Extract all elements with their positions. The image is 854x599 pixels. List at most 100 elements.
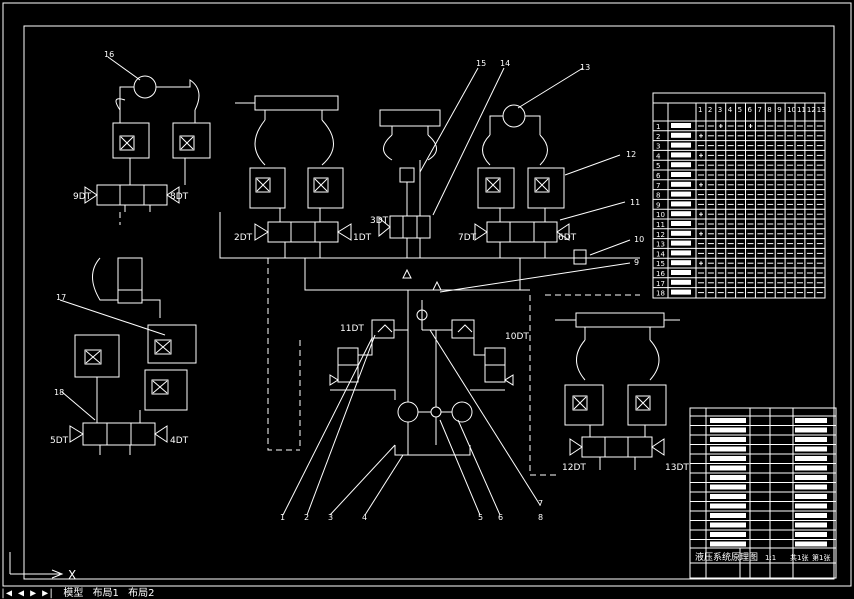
callout-number: 11 bbox=[630, 198, 640, 207]
callout-number: 13 bbox=[580, 63, 590, 72]
callout-number: 14 bbox=[500, 59, 510, 68]
parts-list-name-block bbox=[710, 494, 746, 499]
table-col-header: 12 bbox=[807, 106, 816, 114]
table-mark-plus bbox=[699, 261, 703, 266]
solenoid-label: 8DT bbox=[170, 192, 189, 202]
title-block bbox=[689, 407, 837, 579]
solenoid-label: 2DT bbox=[234, 233, 253, 243]
parts-list-name-block bbox=[710, 475, 746, 480]
circuit-b bbox=[235, 95, 352, 258]
table-col-header: 8 bbox=[767, 106, 771, 114]
solenoid-label: 4DT bbox=[170, 436, 189, 446]
table-row-number: 18 bbox=[656, 290, 665, 298]
table-row-name-block bbox=[671, 211, 691, 217]
table-col-header: 6 bbox=[748, 106, 753, 114]
table-row-name-block bbox=[671, 240, 691, 246]
solenoid-label: 9DT bbox=[73, 192, 92, 202]
parts-list-spec-block bbox=[795, 418, 827, 423]
parts-list-name-block bbox=[710, 541, 746, 547]
table-row-number: 12 bbox=[656, 231, 665, 239]
sheet-info-cell: 共1张 bbox=[790, 553, 808, 562]
drawing-title: 液压系统原理图 bbox=[695, 551, 758, 563]
solenoid-label: 12DT bbox=[562, 463, 586, 473]
callout-number: 7 bbox=[538, 499, 543, 508]
parts-list-spec-block bbox=[795, 456, 827, 461]
return-lines bbox=[119, 212, 640, 476]
table-row-number: 11 bbox=[656, 221, 665, 229]
table-col-header: 7 bbox=[757, 106, 761, 114]
table-row-number: 1 bbox=[656, 123, 660, 131]
solenoid-label: 11DT bbox=[340, 324, 364, 334]
tab-layout-2[interactable]: 布局2 bbox=[128, 588, 155, 599]
tab-layout-1[interactable]: 布局1 bbox=[92, 588, 119, 599]
table-row-name-block bbox=[671, 123, 691, 128]
table-row-name-block bbox=[671, 132, 691, 138]
parts-list-spec-block bbox=[795, 532, 827, 537]
table-mark-plus bbox=[699, 231, 703, 236]
parts-list-name-block bbox=[710, 456, 746, 461]
parts-list-name-block bbox=[710, 522, 746, 528]
layout-tabbar: |◀ ◀ ▶ ▶| 模型 布局1 布局2 bbox=[0, 588, 854, 599]
parts-list-spec-block bbox=[795, 427, 827, 433]
parts-list-name-block bbox=[710, 484, 746, 490]
parts-list-name-block bbox=[710, 446, 746, 452]
table-row-number: 14 bbox=[656, 250, 665, 258]
parts-list-name-block bbox=[710, 427, 746, 433]
callout-number: 16 bbox=[104, 50, 114, 59]
parts-list-spec-block bbox=[795, 465, 827, 471]
table-col-header: 13 bbox=[817, 106, 826, 114]
spec-table bbox=[652, 92, 826, 299]
table-row-number: 6 bbox=[656, 172, 661, 180]
table-row-number: 17 bbox=[656, 280, 665, 288]
parts-list-name-block bbox=[710, 418, 746, 423]
table-row-name-block bbox=[671, 279, 691, 285]
ucs-axis-label: X bbox=[68, 568, 76, 582]
parts-list-name-block bbox=[710, 513, 746, 518]
table-row-name-block bbox=[671, 230, 691, 236]
table-row-number: 5 bbox=[656, 162, 660, 170]
parts-list-spec-block bbox=[795, 446, 827, 452]
callout-number: 12 bbox=[626, 150, 636, 159]
table-row-number: 13 bbox=[656, 241, 665, 249]
table-row-name-block bbox=[671, 172, 691, 177]
table-row-name-block bbox=[671, 260, 691, 266]
table-mark-plus bbox=[699, 153, 703, 158]
table-col-header: 9 bbox=[777, 106, 781, 114]
tab-model[interactable]: 模型 bbox=[63, 588, 84, 599]
tab-nav-arrows[interactable]: |◀ ◀ ▶ ▶| bbox=[0, 588, 55, 599]
callout-number: 3 bbox=[328, 513, 333, 522]
callout-number: 10 bbox=[634, 235, 644, 244]
parts-list-name-block bbox=[710, 532, 746, 537]
callout-number: 18 bbox=[54, 388, 64, 397]
solenoid-label: 7DT bbox=[458, 233, 477, 243]
leader-lines bbox=[59, 56, 631, 516]
table-row-name-block bbox=[671, 201, 691, 207]
sheet-info-cell: 1:1 bbox=[765, 554, 776, 562]
table-mark-plus bbox=[718, 124, 723, 128]
parts-list-name-block bbox=[710, 437, 746, 442]
callout-number: 4 bbox=[362, 513, 367, 522]
callout-number: 9 bbox=[634, 258, 639, 267]
parts-list-spec-block bbox=[795, 484, 827, 490]
parts-list-spec-block bbox=[795, 475, 827, 480]
outer-frame bbox=[2, 2, 852, 587]
table-col-header: 2 bbox=[708, 106, 712, 114]
parts-list-spec-block bbox=[795, 437, 827, 442]
parts-list-spec-block bbox=[795, 513, 827, 518]
callout-number: 5 bbox=[478, 513, 483, 522]
parts-list-spec-block bbox=[795, 494, 827, 499]
table-col-header: 4 bbox=[728, 106, 733, 114]
inner-frame bbox=[23, 25, 835, 580]
callout-number: 1 bbox=[280, 513, 285, 522]
solenoid-label: 1DT bbox=[353, 233, 372, 243]
solenoid-label: 6DT bbox=[558, 233, 577, 243]
table-row-number: 2 bbox=[656, 133, 660, 141]
pump-station bbox=[329, 290, 514, 456]
table-row-name-block bbox=[671, 289, 691, 295]
table-row-number: 16 bbox=[656, 270, 665, 278]
solenoid-label: 3DT bbox=[370, 216, 389, 226]
callout-number: 8 bbox=[538, 513, 543, 522]
table-row-name-block bbox=[671, 152, 691, 158]
parts-list-name-block bbox=[710, 465, 746, 471]
table-col-header: 3 bbox=[718, 106, 722, 114]
